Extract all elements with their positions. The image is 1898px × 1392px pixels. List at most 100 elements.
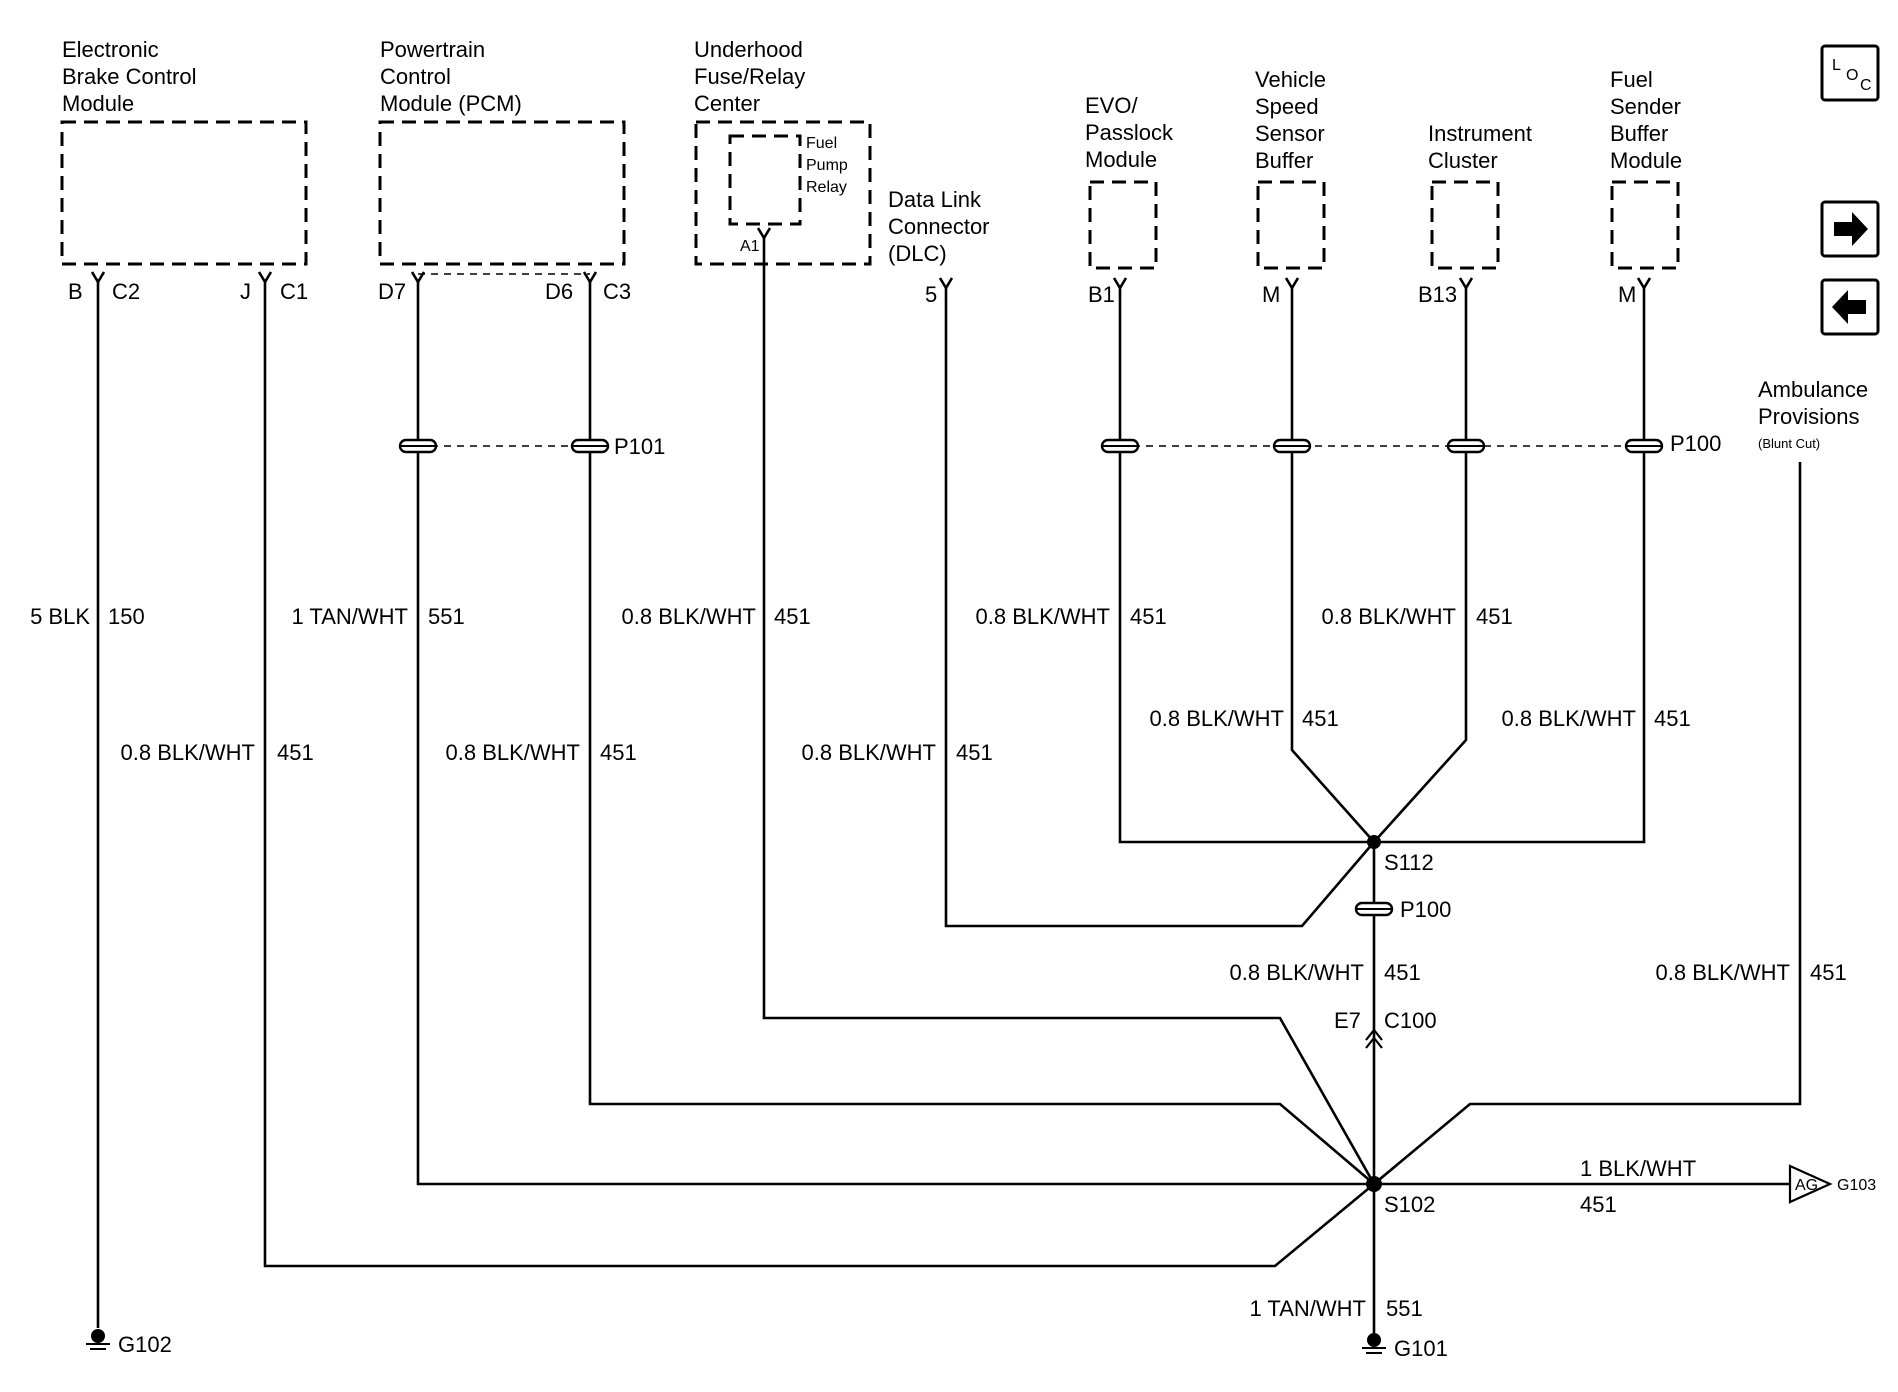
c100-connector-symbol (1365, 1028, 1383, 1049)
fuel-pump-relay-label: Fuel Pump Relay (806, 135, 852, 196)
loc-letter-l: L (1832, 57, 1841, 74)
pin-vss-m: M (1262, 282, 1280, 307)
svg-text:0.8 BLK/WHT: 0.8 BLK/WHT (1656, 960, 1790, 985)
fsbm-title: Fuel Sender Buffer Module (1610, 67, 1687, 173)
splice-s112 (1367, 835, 1381, 849)
p100-mid-label: P100 (1400, 897, 1451, 922)
inline-connector-pcm-d6 (570, 438, 610, 454)
wire-label-fsbm: 0.8 BLK/WHT 451 (1502, 706, 1691, 731)
g102-label: G102 (118, 1332, 172, 1357)
evo-box (1088, 180, 1158, 270)
pin-fork-ebcm-j (257, 271, 273, 285)
pin-evo-b1: B1 (1088, 282, 1115, 307)
splice-s102 (1366, 1176, 1382, 1192)
next-page-button[interactable] (1820, 200, 1880, 258)
wire-label-g101: 1 TAN/WHT 551 (1249, 1296, 1422, 1321)
wire-label-vss: 0.8 BLK/WHT 451 (1322, 604, 1513, 629)
loc-letter-o: O (1846, 67, 1858, 84)
svg-text:0.8 BLK/WHT: 0.8 BLK/WHT (976, 604, 1110, 629)
ground-g103-arrow (1788, 1164, 1833, 1204)
pin-ebcm-c2: C2 (112, 279, 140, 304)
ground-g102-symbol (86, 1329, 110, 1350)
pin-ebcm-c1: C1 (280, 279, 308, 304)
svg-text:150: 150 (108, 604, 145, 629)
loc-letter-c: C (1860, 77, 1872, 94)
ag-label: AG (1795, 1177, 1818, 1194)
svg-text:1 BLK/WHT: 1 BLK/WHT (1580, 1156, 1696, 1181)
pin-pcm-d7: D7 (378, 279, 406, 304)
svg-text:451: 451 (1580, 1192, 1617, 1217)
svg-text:551: 551 (428, 604, 465, 629)
pin-fork-ebcm-b (90, 271, 106, 285)
svg-text:0.8 BLK/WHT: 0.8 BLK/WHT (1322, 604, 1456, 629)
svg-text:451: 451 (1810, 960, 1847, 985)
ambulance-title: Ambulance Provisions (1758, 377, 1874, 429)
pin-dlc-5: 5 (925, 282, 937, 307)
pin-c100-e7: E7 (1334, 1008, 1361, 1033)
pin-fork-vss (1284, 277, 1300, 291)
pin-ic-b13: B13 (1418, 282, 1457, 307)
ebcm-title: Electronic Brake Control Module (62, 37, 203, 116)
wire-dlc-s112 (944, 288, 1375, 928)
c100-label: C100 (1384, 1008, 1437, 1033)
svg-text:451: 451 (1384, 960, 1421, 985)
pin-pcm-c3: C3 (603, 279, 631, 304)
right-arrow-icon (1834, 212, 1868, 246)
svg-text:0.8 BLK/WHT: 0.8 BLK/WHT (446, 740, 580, 765)
wire-fsbm-s112 (1374, 288, 1646, 844)
left-arrow-icon (1832, 290, 1866, 324)
pin-fork-fsbm (1636, 277, 1652, 291)
wire-relay-s102 (762, 238, 1376, 1185)
pin-fsbm-m: M (1618, 282, 1636, 307)
svg-text:0.8 BLK/WHT: 0.8 BLK/WHT (622, 604, 756, 629)
svg-text:451: 451 (277, 740, 314, 765)
vss-box (1256, 180, 1326, 270)
wire-ambulance-s102 (1373, 462, 1802, 1185)
wire-label-dlc: 0.8 BLK/WHT 451 (976, 604, 1167, 629)
inline-connector-evo (1100, 438, 1140, 454)
p101-label: P101 (614, 434, 665, 459)
wire-label-ebcm-b: 5 BLK 150 (30, 604, 145, 629)
wire-vss-s112 (1290, 288, 1375, 843)
pcm-box (378, 120, 626, 266)
svg-text:0.8 BLK/WHT: 0.8 BLK/WHT (121, 740, 255, 765)
svg-text:0.8 BLK/WHT: 0.8 BLK/WHT (1502, 706, 1636, 731)
pin-fork-evo (1112, 277, 1128, 291)
g101-label: G101 (1394, 1336, 1448, 1361)
svg-text:551: 551 (1386, 1296, 1423, 1321)
inline-connector-pcm-d7 (398, 438, 438, 454)
wire-label-pcm-d7-top: 1 TAN/WHT 551 (291, 604, 464, 629)
svg-text:451: 451 (1654, 706, 1691, 731)
inline-connector-ic (1446, 438, 1486, 454)
loc-button[interactable]: L O C (1820, 44, 1880, 102)
svg-text:5 BLK: 5 BLK (30, 604, 90, 629)
wire-ic-s112 (1373, 288, 1468, 843)
wire-pcm-d7-s102 (416, 282, 1374, 1186)
ebcm-box (60, 120, 308, 266)
inline-connector-vss (1272, 438, 1312, 454)
fuel-pump-relay-box (728, 134, 802, 226)
dlc-title: Data Link Connector (DLC) (888, 187, 996, 266)
svg-text:1 TAN/WHT: 1 TAN/WHT (1249, 1296, 1366, 1321)
wire-evo-s112 (1118, 288, 1374, 844)
inline-connector-fsbm (1624, 438, 1664, 454)
svg-text:0.8 BLK/WHT: 0.8 BLK/WHT (1150, 706, 1284, 731)
pin-pcm-d6: D6 (545, 279, 573, 304)
svg-text:0.8 BLK/WHT: 0.8 BLK/WHT (802, 740, 936, 765)
evo-title: EVO/ Passlock Module (1085, 93, 1179, 172)
wire-label-ebcm-j: 0.8 BLK/WHT 451 (121, 740, 314, 765)
fsbm-box (1610, 180, 1680, 270)
svg-text:451: 451 (1476, 604, 1513, 629)
svg-text:451: 451 (956, 740, 993, 765)
svg-text:451: 451 (774, 604, 811, 629)
s102-label: S102 (1384, 1192, 1435, 1217)
wire-label-s112-c100: 0.8 BLK/WHT 451 (1230, 960, 1421, 985)
inline-connector-p100-mid (1354, 901, 1394, 917)
pin-fork-dlc (938, 277, 954, 291)
s112-label: S112 (1384, 850, 1434, 875)
svg-text:451: 451 (1130, 604, 1167, 629)
svg-text:451: 451 (1302, 706, 1339, 731)
pin-ebcm-j: J (240, 279, 251, 304)
prev-page-button[interactable] (1820, 278, 1880, 336)
